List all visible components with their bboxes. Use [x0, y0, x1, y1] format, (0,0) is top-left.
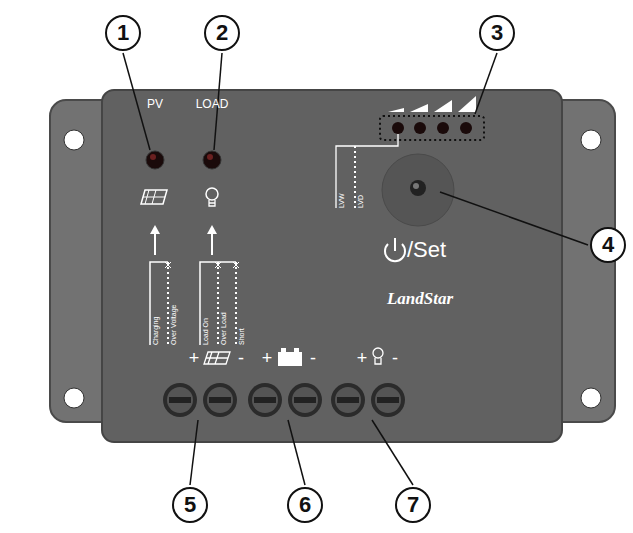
callout-circle: 5: [172, 487, 208, 523]
brand-logo: LandStar: [387, 290, 453, 307]
callout-number: 4: [602, 234, 614, 256]
callout-circle: 7: [395, 487, 431, 523]
indicator-label: LVD: [357, 195, 364, 208]
status-label: Load On: [202, 318, 209, 345]
callout-number: 3: [491, 22, 503, 44]
led-label: LOAD: [196, 98, 229, 110]
callout-number: 6: [299, 494, 311, 516]
terminal-sign: -: [310, 349, 316, 367]
terminal-sign: -: [238, 349, 244, 367]
callout-circle: 2: [204, 15, 240, 51]
button-label: /Set: [407, 239, 446, 261]
callout-number: 2: [216, 22, 228, 44]
callout-circle: 1: [105, 15, 141, 51]
terminal-sign: -: [392, 349, 398, 367]
terminal-sign: +: [189, 349, 200, 367]
status-label: Over Voltage: [170, 305, 177, 345]
indicator-label: LVW: [338, 193, 345, 208]
callout-number: 7: [407, 494, 419, 516]
terminal-sign: +: [357, 349, 368, 367]
status-label: Short: [238, 328, 245, 345]
status-label: Charging: [152, 317, 159, 345]
callout-number: 5: [184, 494, 196, 516]
callout-circle: 4: [590, 227, 626, 263]
led-label: PV: [147, 98, 163, 110]
callout-circle: 3: [479, 15, 515, 51]
callout-circle: 6: [287, 487, 323, 523]
callout-number: 1: [117, 22, 129, 44]
terminal-sign: +: [262, 349, 273, 367]
status-label: Over Load: [220, 312, 227, 345]
